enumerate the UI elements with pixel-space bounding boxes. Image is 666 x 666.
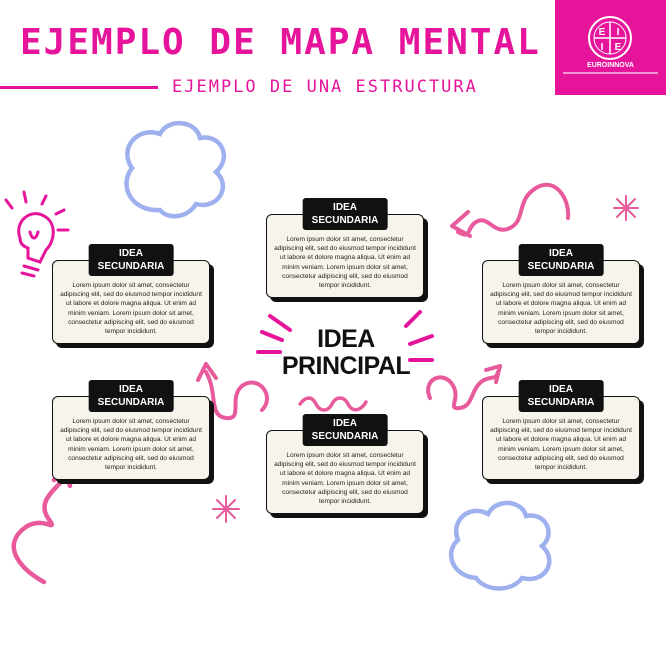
central-idea-line2: PRINCIPAL [281, 352, 411, 380]
svg-text:E: E [615, 42, 622, 53]
secondary-idea-text: Lorem ipsum dolor sit amet, consectetur … [490, 282, 632, 336]
secondary-idea-text: Lorem ipsum dolor sit amet, consectetur … [60, 282, 202, 336]
secondary-idea-card-right-upper: IDEA SECUNDARIA Lorem ipsum dolor sit am… [482, 244, 640, 344]
secondary-idea-text: Lorem ipsum dolor sit amet, consectetur … [60, 418, 202, 472]
secondary-idea-label: IDEA SECUNDARIA [518, 380, 604, 412]
secondary-idea-label: IDEA SECUNDARIA [302, 198, 388, 230]
svg-text:E: E [599, 27, 606, 38]
secondary-idea-label: IDEA SECUNDARIA [302, 414, 388, 446]
central-idea: IDEA PRINCIPAL [266, 326, 426, 380]
secondary-idea-card-bottom: IDEA SECUNDARIA Lorem ipsum dolor sit am… [266, 414, 424, 514]
cloud-icon [448, 500, 552, 591]
page-subtitle: EJEMPLO DE UNA ESTRUCTURA [172, 77, 478, 97]
seal-icon: E I I E [588, 16, 632, 60]
secondary-idea-text: Lorem ipsum dolor sit amet, consectetur … [490, 418, 632, 472]
secondary-idea-card-top: IDEA SECUNDARIA Lorem ipsum dolor sit am… [266, 198, 424, 298]
subtitle-rule [0, 86, 158, 89]
secondary-idea-card-left-lower: IDEA SECUNDARIA Lorem ipsum dolor sit am… [52, 380, 210, 480]
secondary-idea-card-right-lower: IDEA SECUNDARIA Lorem ipsum dolor sit am… [482, 380, 640, 480]
secondary-idea-label: IDEA SECUNDARIA [518, 244, 604, 276]
squiggle-arrow-icon [11, 467, 73, 585]
brand-logo: E I I E EUROINNOVA [555, 0, 666, 95]
sparkle-icon [613, 195, 639, 221]
secondary-idea-text: Lorem ipsum dolor sit amet, consectetur … [274, 452, 416, 506]
central-idea-line1: IDEA [317, 325, 375, 353]
brand-tagline-mark [563, 72, 658, 74]
page-title: EJEMPLO DE MAPA MENTAL [20, 22, 541, 63]
squiggle-icon [298, 396, 368, 412]
brand-name: EUROINNOVA [587, 62, 634, 69]
sparkle-icon [212, 495, 240, 523]
secondary-idea-card-left-upper: IDEA SECUNDARIA Lorem ipsum dolor sit am… [52, 244, 210, 344]
secondary-idea-label: IDEA SECUNDARIA [88, 244, 174, 276]
cloud-icon [124, 120, 227, 219]
secondary-idea-text: Lorem ipsum dolor sit amet, consectetur … [274, 236, 416, 290]
svg-text:I: I [601, 42, 604, 53]
squiggle-arrow-icon [450, 182, 571, 238]
secondary-idea-label: IDEA SECUNDARIA [88, 380, 174, 412]
svg-text:I: I [617, 27, 620, 38]
